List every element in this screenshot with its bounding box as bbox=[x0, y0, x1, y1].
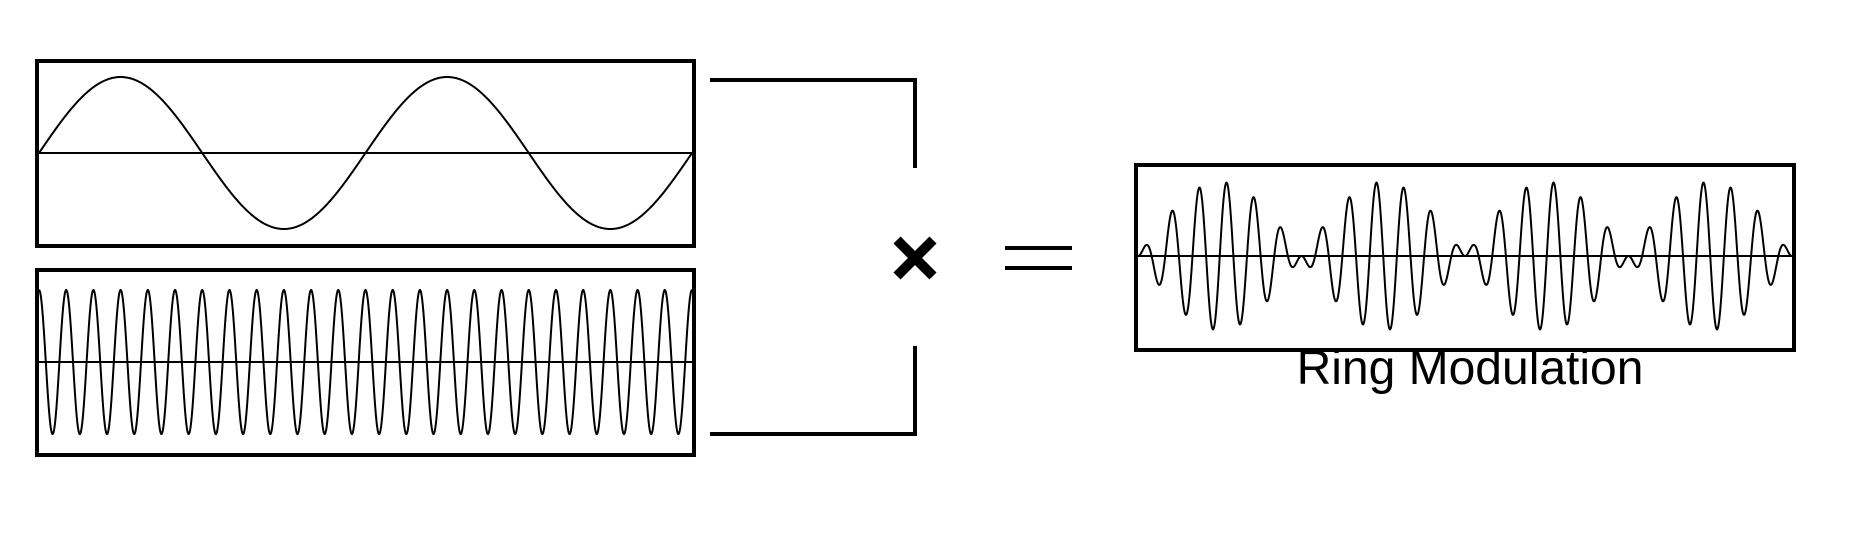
carrier-waveform bbox=[38, 288, 693, 435]
equals-icon bbox=[1005, 246, 1072, 270]
carrier-signal-panel bbox=[35, 268, 696, 457]
bracket-top bbox=[710, 78, 917, 168]
bracket-bottom bbox=[710, 346, 917, 436]
result-waveform bbox=[1137, 181, 1793, 331]
diagram-caption: Ring Modulation bbox=[1296, 342, 1644, 395]
result-signal-panel bbox=[1134, 163, 1796, 352]
result-frame bbox=[1134, 163, 1796, 352]
modulator-signal-panel bbox=[35, 59, 696, 248]
input-bracket bbox=[710, 78, 917, 436]
multiply-icon bbox=[893, 236, 937, 280]
modulator-waveform bbox=[38, 75, 693, 231]
